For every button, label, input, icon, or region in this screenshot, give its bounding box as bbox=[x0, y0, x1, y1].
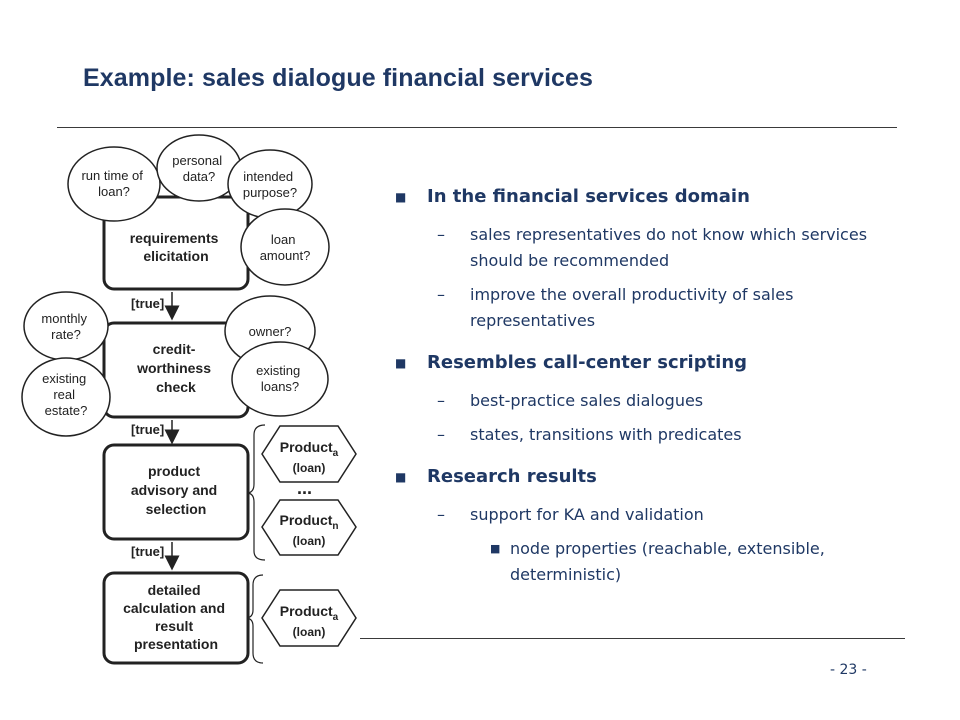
svg-text:[true]: [true] bbox=[131, 296, 164, 311]
square-bullet-icon: ■ bbox=[395, 190, 407, 204]
sub-bullet: –support for KA and validation bbox=[437, 505, 704, 524]
sub-bullet: –states, transitions with predicates bbox=[437, 425, 742, 444]
svg-text:loan amount?: loan amount? bbox=[260, 232, 311, 263]
page-number: - 23 - bbox=[830, 662, 867, 678]
svg-text:run time of loan?: run time of loan? bbox=[81, 168, 146, 199]
bullet-list: ■In the financial services domain –sales… bbox=[395, 184, 905, 588]
product-n-hexagon: Productn (loan) bbox=[261, 499, 357, 556]
sub-bullet: –best-practice sales dialogues bbox=[437, 391, 704, 410]
footer-divider bbox=[360, 638, 905, 639]
svg-text:product advisory and: product advisory and selection bbox=[131, 463, 221, 517]
svg-text:(loan): (loan) bbox=[293, 534, 326, 548]
svg-text:monthly rate?: monthly rate? bbox=[41, 311, 90, 342]
bullet-research-results: ■Research results bbox=[395, 464, 905, 490]
svg-text:personal data?: personal data? bbox=[172, 153, 226, 184]
question-run-time: run time of loan? bbox=[67, 146, 161, 222]
products-brace-lower bbox=[246, 574, 264, 664]
bullet-financial-domain: ■In the financial services domain bbox=[395, 184, 905, 210]
product-a-hexagon: Producta (loan) bbox=[261, 425, 357, 483]
svg-text:detailed calculation and: detailed calculation and result presenta… bbox=[123, 582, 229, 652]
square-bullet-icon: ■ bbox=[490, 542, 501, 555]
sub-bullet: –improve the overall productivity of sal… bbox=[437, 285, 794, 330]
question-monthly-rate: monthly rate? bbox=[23, 291, 109, 361]
question-loan-amount: loan amount? bbox=[240, 208, 330, 286]
square-bullet-icon: ■ bbox=[395, 470, 407, 484]
sub-sub-bullet: ■node properties (reachable, extensible,… bbox=[395, 536, 905, 588]
sales-dialogue-diagram: requirements elicitation credit- worthin… bbox=[21, 134, 357, 665]
products-brace-upper bbox=[247, 424, 266, 561]
svg-text:existing real esta: existing real estate? bbox=[42, 371, 90, 418]
transition-2: [true] bbox=[131, 420, 180, 445]
svg-text:[true]: [true] bbox=[131, 422, 164, 437]
svg-text:Producta: Producta bbox=[280, 603, 339, 623]
title-divider bbox=[57, 127, 897, 128]
svg-text:(loan): (loan) bbox=[293, 625, 326, 639]
question-intended-purpose: intended purpose? bbox=[227, 149, 313, 219]
svg-text:Productn: Productn bbox=[280, 512, 339, 532]
sub-bullet: –sales representatives do not know which… bbox=[437, 225, 868, 270]
svg-text:Producta: Producta bbox=[280, 439, 339, 459]
svg-text:credit- worthiness: credit- worthiness check bbox=[136, 341, 215, 395]
question-existing-loans: existing loans? bbox=[231, 341, 329, 417]
state-creditworthiness-check: credit- worthiness check bbox=[102, 321, 250, 419]
svg-text:requirements elicitation: requirements elicitation bbox=[130, 230, 223, 264]
state-product-advisory: product advisory and selection bbox=[102, 443, 250, 541]
transition-3: [true] bbox=[131, 542, 180, 571]
transition-1: [true] bbox=[131, 292, 180, 321]
bullet-call-center: ■Resembles call-center scripting bbox=[395, 350, 905, 376]
svg-text:intended purpose?: intended purpose? bbox=[243, 169, 297, 200]
product-ellipsis: ... bbox=[297, 478, 312, 498]
product-a-hexagon-lower: Producta (loan) bbox=[261, 589, 357, 647]
state-detailed-calculation: detailed calculation and result presenta… bbox=[102, 571, 250, 665]
svg-text:existing loans?: existing loans? bbox=[256, 363, 304, 394]
square-bullet-icon: ■ bbox=[395, 356, 407, 370]
question-existing-real-estate: existing real estate? bbox=[21, 357, 111, 437]
slide-title: Example: sales dialogue financial servic… bbox=[83, 64, 593, 92]
svg-text:owner?: owner? bbox=[249, 324, 292, 339]
svg-text:(loan): (loan) bbox=[293, 461, 326, 475]
svg-text:[true]: [true] bbox=[131, 544, 164, 559]
